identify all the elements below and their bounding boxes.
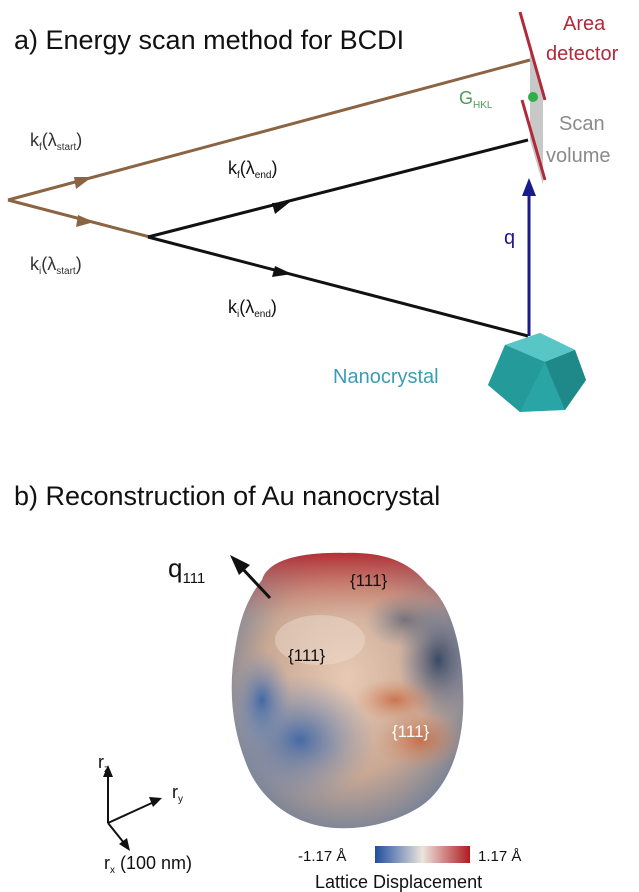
facet-label-right: {111}: [392, 722, 430, 741]
q-vector-arrowhead: [522, 178, 536, 196]
panel-b-title: b) Reconstruction of Au nanocrystal: [14, 481, 440, 511]
ki-end-arrow: [272, 266, 292, 277]
colorbar: [375, 846, 470, 863]
kf-start-arrow: [74, 177, 92, 189]
ki-start-label: ki(λstart): [30, 254, 82, 277]
area-detector-label-1: Area: [563, 13, 606, 35]
reconstruction-isosurface: [231, 552, 464, 829]
q-label: q: [504, 227, 515, 249]
ki-end-ray: [147, 235, 529, 338]
ki-start-arrow: [76, 215, 94, 227]
q111-arrowhead: [230, 555, 250, 575]
colorbar-title: Lattice Displacement: [315, 872, 482, 892]
scan-volume-label-2: volume: [546, 145, 610, 167]
q111-label: q111: [168, 553, 205, 587]
facet-label-middle: {111}: [288, 646, 326, 665]
area-detector-line-lower: [520, 99, 547, 181]
colorbar-max-label: 1.17 Å: [478, 848, 521, 865]
g-hkl-point: [528, 92, 538, 102]
scan-volume-label-1: Scan: [559, 113, 605, 135]
kf-start-ray: [7, 58, 531, 202]
rx-axis-label: rx (100 nm): [104, 853, 192, 876]
g-hkl-label: GHKL: [459, 88, 493, 111]
ki-end-label: ki(λend): [228, 297, 277, 320]
coordinate-axes: [103, 765, 162, 851]
facet-label-top: {111}: [350, 571, 388, 590]
ry-axis-label: ry: [172, 782, 183, 805]
kf-end-label: kf(λend): [228, 158, 277, 181]
nanocrystal-label: Nanocrystal: [333, 366, 439, 388]
area-detector-line: [518, 11, 547, 101]
area-detector-label-2: detector: [546, 43, 619, 65]
rz-axis-label: rz: [98, 752, 109, 775]
kf-end-arrow: [272, 202, 290, 214]
kf-start-label: kf(λstart): [30, 130, 82, 153]
colorbar-min-label: -1.17 Å: [298, 848, 346, 865]
nanocrystal-shape: [488, 333, 586, 412]
q111-arrow: [238, 564, 272, 600]
kf-end-ray: [147, 138, 529, 239]
panel-a-title: a) Energy scan method for BCDI: [14, 25, 404, 55]
